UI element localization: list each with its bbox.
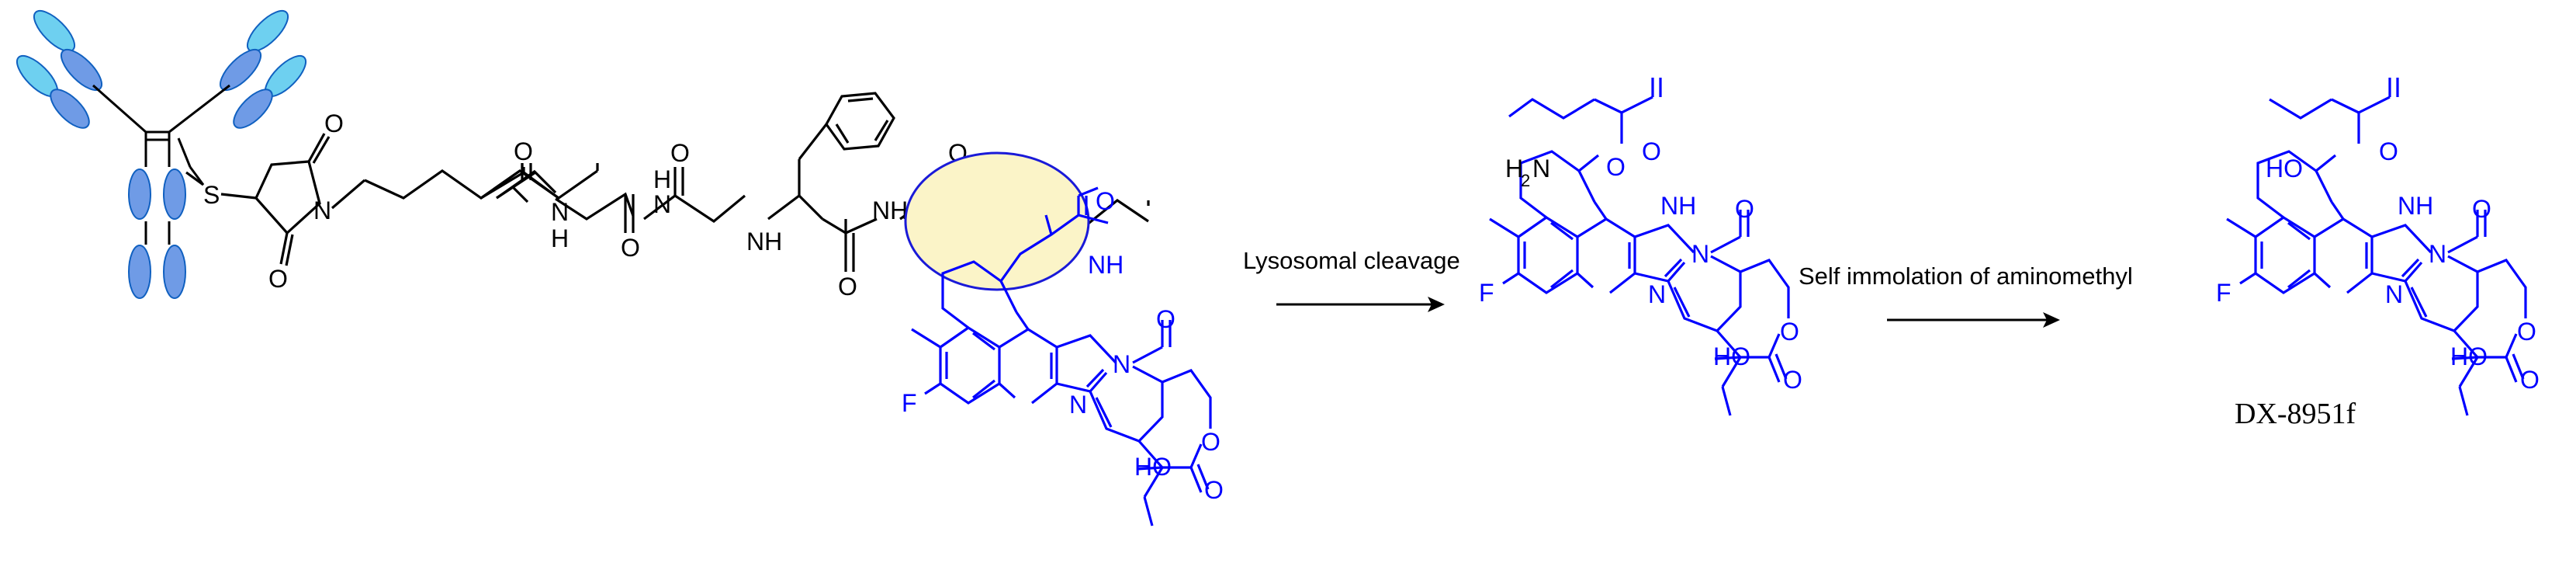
drug-product bbox=[2225, 78, 2527, 417]
atom-n-drug2-ring: N bbox=[1691, 240, 1709, 268]
atom-sub2-drug2-amine: 2 bbox=[1521, 171, 1530, 190]
antibody-hinge-line bbox=[168, 84, 230, 134]
atom-o-drug2-carbonyl: O bbox=[1642, 137, 1661, 165]
linker-structure: S O O N bbox=[185, 92, 1150, 293]
atom-h-amide1: H bbox=[551, 224, 569, 252]
antibody-domain bbox=[247, 9, 289, 52]
atom-ho-drug1: HO bbox=[1134, 453, 1172, 481]
atom-o-drug3-lactone: O bbox=[2520, 366, 2540, 394]
atom-nh-drug1: NH bbox=[1088, 251, 1124, 279]
atom-nh-amide3: NH bbox=[746, 228, 782, 255]
antibody-domain bbox=[220, 49, 261, 91]
phenyl-ring bbox=[825, 92, 895, 151]
antibody-hinge-line bbox=[92, 84, 147, 134]
atom-n-drug1-pyridine: N bbox=[1069, 391, 1087, 419]
reaction-arrow-1 bbox=[1276, 297, 1445, 312]
atom-n-drug1-ring: N bbox=[1113, 350, 1130, 378]
atom-s: S bbox=[203, 181, 220, 209]
atom-n-drug3-pyridine: N bbox=[2385, 280, 2403, 308]
atom-o-amide3: O bbox=[670, 139, 690, 167]
drug2-labels: NH O O H 2 N O N N F O HO O bbox=[1479, 137, 1802, 394]
atom-n-amide2: N bbox=[653, 190, 671, 218]
atom-o-drug2-lactone: O bbox=[1783, 366, 1802, 394]
step2-label: Self immolation of aminomethyl bbox=[1799, 262, 2133, 290]
atom-n-succ: N bbox=[313, 196, 331, 224]
antibody-hinge-line bbox=[177, 137, 192, 168]
antibody-domain bbox=[61, 49, 102, 91]
atom-ho-drug3-top: HO bbox=[2266, 155, 2303, 182]
reaction-arrow-2 bbox=[1887, 312, 2060, 328]
drug1-labels: NH O O N N F O HO O bbox=[902, 187, 1224, 504]
atom-o-amide2: O bbox=[621, 234, 640, 262]
drug-intermediate bbox=[1488, 78, 1790, 417]
drug-conjugated bbox=[910, 186, 1212, 527]
atom-o-drug2-lactone-ring: O bbox=[1780, 318, 1799, 346]
atom-n-drug3-ring: N bbox=[2429, 240, 2446, 268]
atom-o-drug3-lactone-ring: O bbox=[2517, 318, 2536, 346]
atom-h-drug2-amine: H bbox=[1505, 155, 1523, 182]
antibody-domain bbox=[33, 9, 75, 52]
atom-o-drug1-ketone: O bbox=[1156, 305, 1175, 333]
antibody-domain bbox=[233, 89, 273, 129]
atom-n-amide1: N bbox=[551, 198, 569, 226]
step1-label: Lysosomal cleavage bbox=[1243, 247, 1460, 274]
atom-f-drug2: F bbox=[1479, 279, 1494, 307]
atom-n-drug2-pyridine: N bbox=[1648, 280, 1666, 308]
atom-o-drug1-lactone: O bbox=[1204, 476, 1224, 504]
cleavage-site-highlight bbox=[904, 151, 1090, 291]
antibody-domain bbox=[50, 89, 90, 129]
atom-ho-drug2: HO bbox=[1713, 342, 1750, 370]
atom-o-drug2-ketone: O bbox=[1735, 195, 1754, 223]
atom-o-drug3-carbonyl: O bbox=[2379, 137, 2398, 165]
atom-o-amide4: O bbox=[838, 273, 857, 301]
antibody-domain bbox=[128, 169, 151, 220]
antibody-domain bbox=[128, 245, 151, 299]
atom-nh-drug3: NH bbox=[2398, 192, 2433, 220]
atom-o-drug1-lactone-ring: O bbox=[1201, 428, 1220, 456]
succinimide-ring bbox=[185, 133, 599, 266]
atom-o-amide1: O bbox=[514, 137, 533, 165]
atom-nh-drug2: NH bbox=[1660, 192, 1696, 220]
atom-o-drug3-ketone: O bbox=[2472, 195, 2491, 223]
antibody-icon bbox=[16, 9, 306, 299]
drug3-labels: NH O HO O N N F O HO O bbox=[2216, 137, 2540, 394]
product-name: DX-8951f bbox=[2235, 398, 2356, 430]
antibody-domain bbox=[163, 245, 186, 299]
atom-o-succ-top: O bbox=[324, 109, 344, 137]
atom-o-drug1-carbonyl: O bbox=[1096, 187, 1115, 215]
atom-f-drug1: F bbox=[902, 389, 917, 417]
atom-o-drug2-ether: O bbox=[1606, 153, 1626, 181]
atom-n-drug2-amine: N bbox=[1532, 155, 1550, 182]
antibody-domain bbox=[163, 169, 186, 220]
atom-f-drug3: F bbox=[2216, 279, 2231, 307]
atom-ho-drug3: HO bbox=[2450, 342, 2488, 370]
atom-nh-amide4: NH bbox=[872, 196, 908, 224]
atom-h-amide2: H bbox=[653, 165, 671, 193]
atom-o-succ-bottom: O bbox=[268, 265, 288, 293]
gly-gly-phe-chain bbox=[496, 123, 1150, 272]
